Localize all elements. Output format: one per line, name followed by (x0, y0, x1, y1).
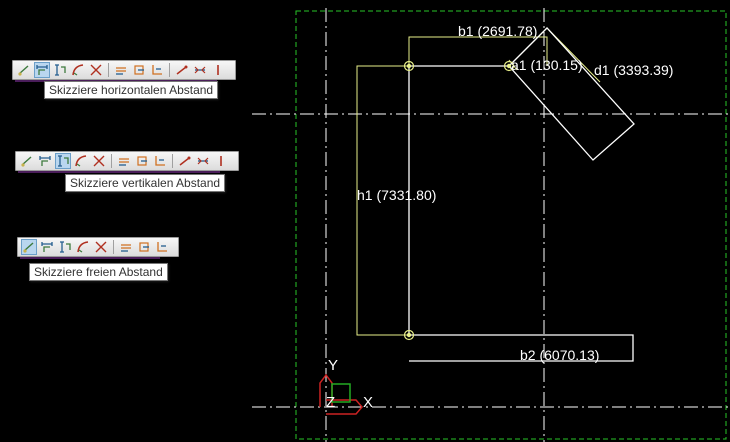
dimension-lines (356, 27, 601, 336)
rotated-rectangle (508, 27, 635, 161)
angle-distance-icon[interactable] (93, 239, 109, 255)
horizontal-distance-icon[interactable] (39, 239, 55, 255)
arc-distance-icon[interactable] (75, 239, 91, 255)
dim-label-b2[interactable]: b2 (6070.13) (520, 347, 599, 363)
slope-icon[interactable] (174, 62, 190, 78)
angle-distance-icon[interactable] (91, 153, 107, 169)
toolbar-vertical (15, 151, 239, 173)
angle-distance-icon[interactable] (88, 62, 104, 78)
axis-label-y: Y (328, 357, 338, 374)
dim-label-b1[interactable]: b1 (2691.78) (458, 23, 537, 39)
box-dim-icon[interactable] (134, 153, 150, 169)
horizontal-distance-icon[interactable] (34, 62, 50, 78)
corner-dim-icon[interactable] (152, 153, 168, 169)
toolbar-separator (111, 154, 112, 168)
toolbar-accent (20, 257, 160, 259)
toolbar-separator (113, 240, 114, 254)
dim-line-h1 (356, 65, 409, 336)
constraint-point-top-right[interactable] (503, 60, 515, 72)
axis-x-arrow-icon (326, 399, 363, 415)
constraint-point-bottom-left[interactable] (403, 329, 415, 341)
box-dim-icon[interactable] (136, 239, 152, 255)
arc-distance-icon[interactable] (70, 62, 86, 78)
axis-origin-box-icon (331, 383, 351, 403)
tooltip-vertical-distance: Skizziere vertikalen Abstand (65, 174, 226, 192)
toolbar-separator (172, 154, 173, 168)
free-distance-icon[interactable] (21, 239, 37, 255)
sketch-geometry (408, 27, 635, 362)
tooltip-free-distance: Skizziere freien Abstand (29, 263, 168, 281)
line-dim-icon[interactable] (113, 62, 129, 78)
constraint-markers (403, 60, 515, 341)
toolbar-accent (18, 171, 220, 173)
vertical-distance-icon[interactable] (57, 239, 73, 255)
arc-distance-icon[interactable] (73, 153, 89, 169)
coordinate-triad: Y X Z (319, 357, 373, 415)
free-distance-icon[interactable] (19, 153, 35, 169)
diameter-icon[interactable] (213, 153, 229, 169)
axis-label-x: X (363, 394, 373, 411)
horizontal-distance-icon[interactable] (37, 153, 53, 169)
toolbar-free (17, 237, 179, 259)
corner-dim-icon[interactable] (154, 239, 170, 255)
tooltip-horizontal-distance: Skizziere horizontalen Abstand (44, 81, 219, 99)
corner-dim-icon[interactable] (149, 62, 165, 78)
radius-icon[interactable] (195, 153, 211, 169)
toolbar-separator (169, 63, 170, 77)
constraint-point-top-left[interactable] (403, 60, 415, 72)
dim-line-b1 (408, 36, 548, 66)
radius-icon[interactable] (192, 62, 208, 78)
dim-label-d1[interactable]: d1 (3393.39) (594, 62, 673, 78)
vertical-distance-icon[interactable] (55, 153, 71, 169)
free-distance-icon[interactable] (16, 62, 32, 78)
toolbar-separator (108, 63, 109, 77)
slope-icon[interactable] (177, 153, 193, 169)
vertical-distance-icon[interactable] (52, 62, 68, 78)
line-dim-icon[interactable] (118, 239, 134, 255)
diameter-icon[interactable] (210, 62, 226, 78)
dim-label-h1[interactable]: h1 (7331.80) (357, 187, 436, 203)
profile-edge (408, 65, 634, 362)
line-dim-icon[interactable] (116, 153, 132, 169)
box-dim-icon[interactable] (131, 62, 147, 78)
viewport-frame (295, 10, 727, 440)
dim-label-a1[interactable]: a1 (130.15) (511, 57, 583, 73)
axis-label-z: Z (326, 394, 335, 411)
